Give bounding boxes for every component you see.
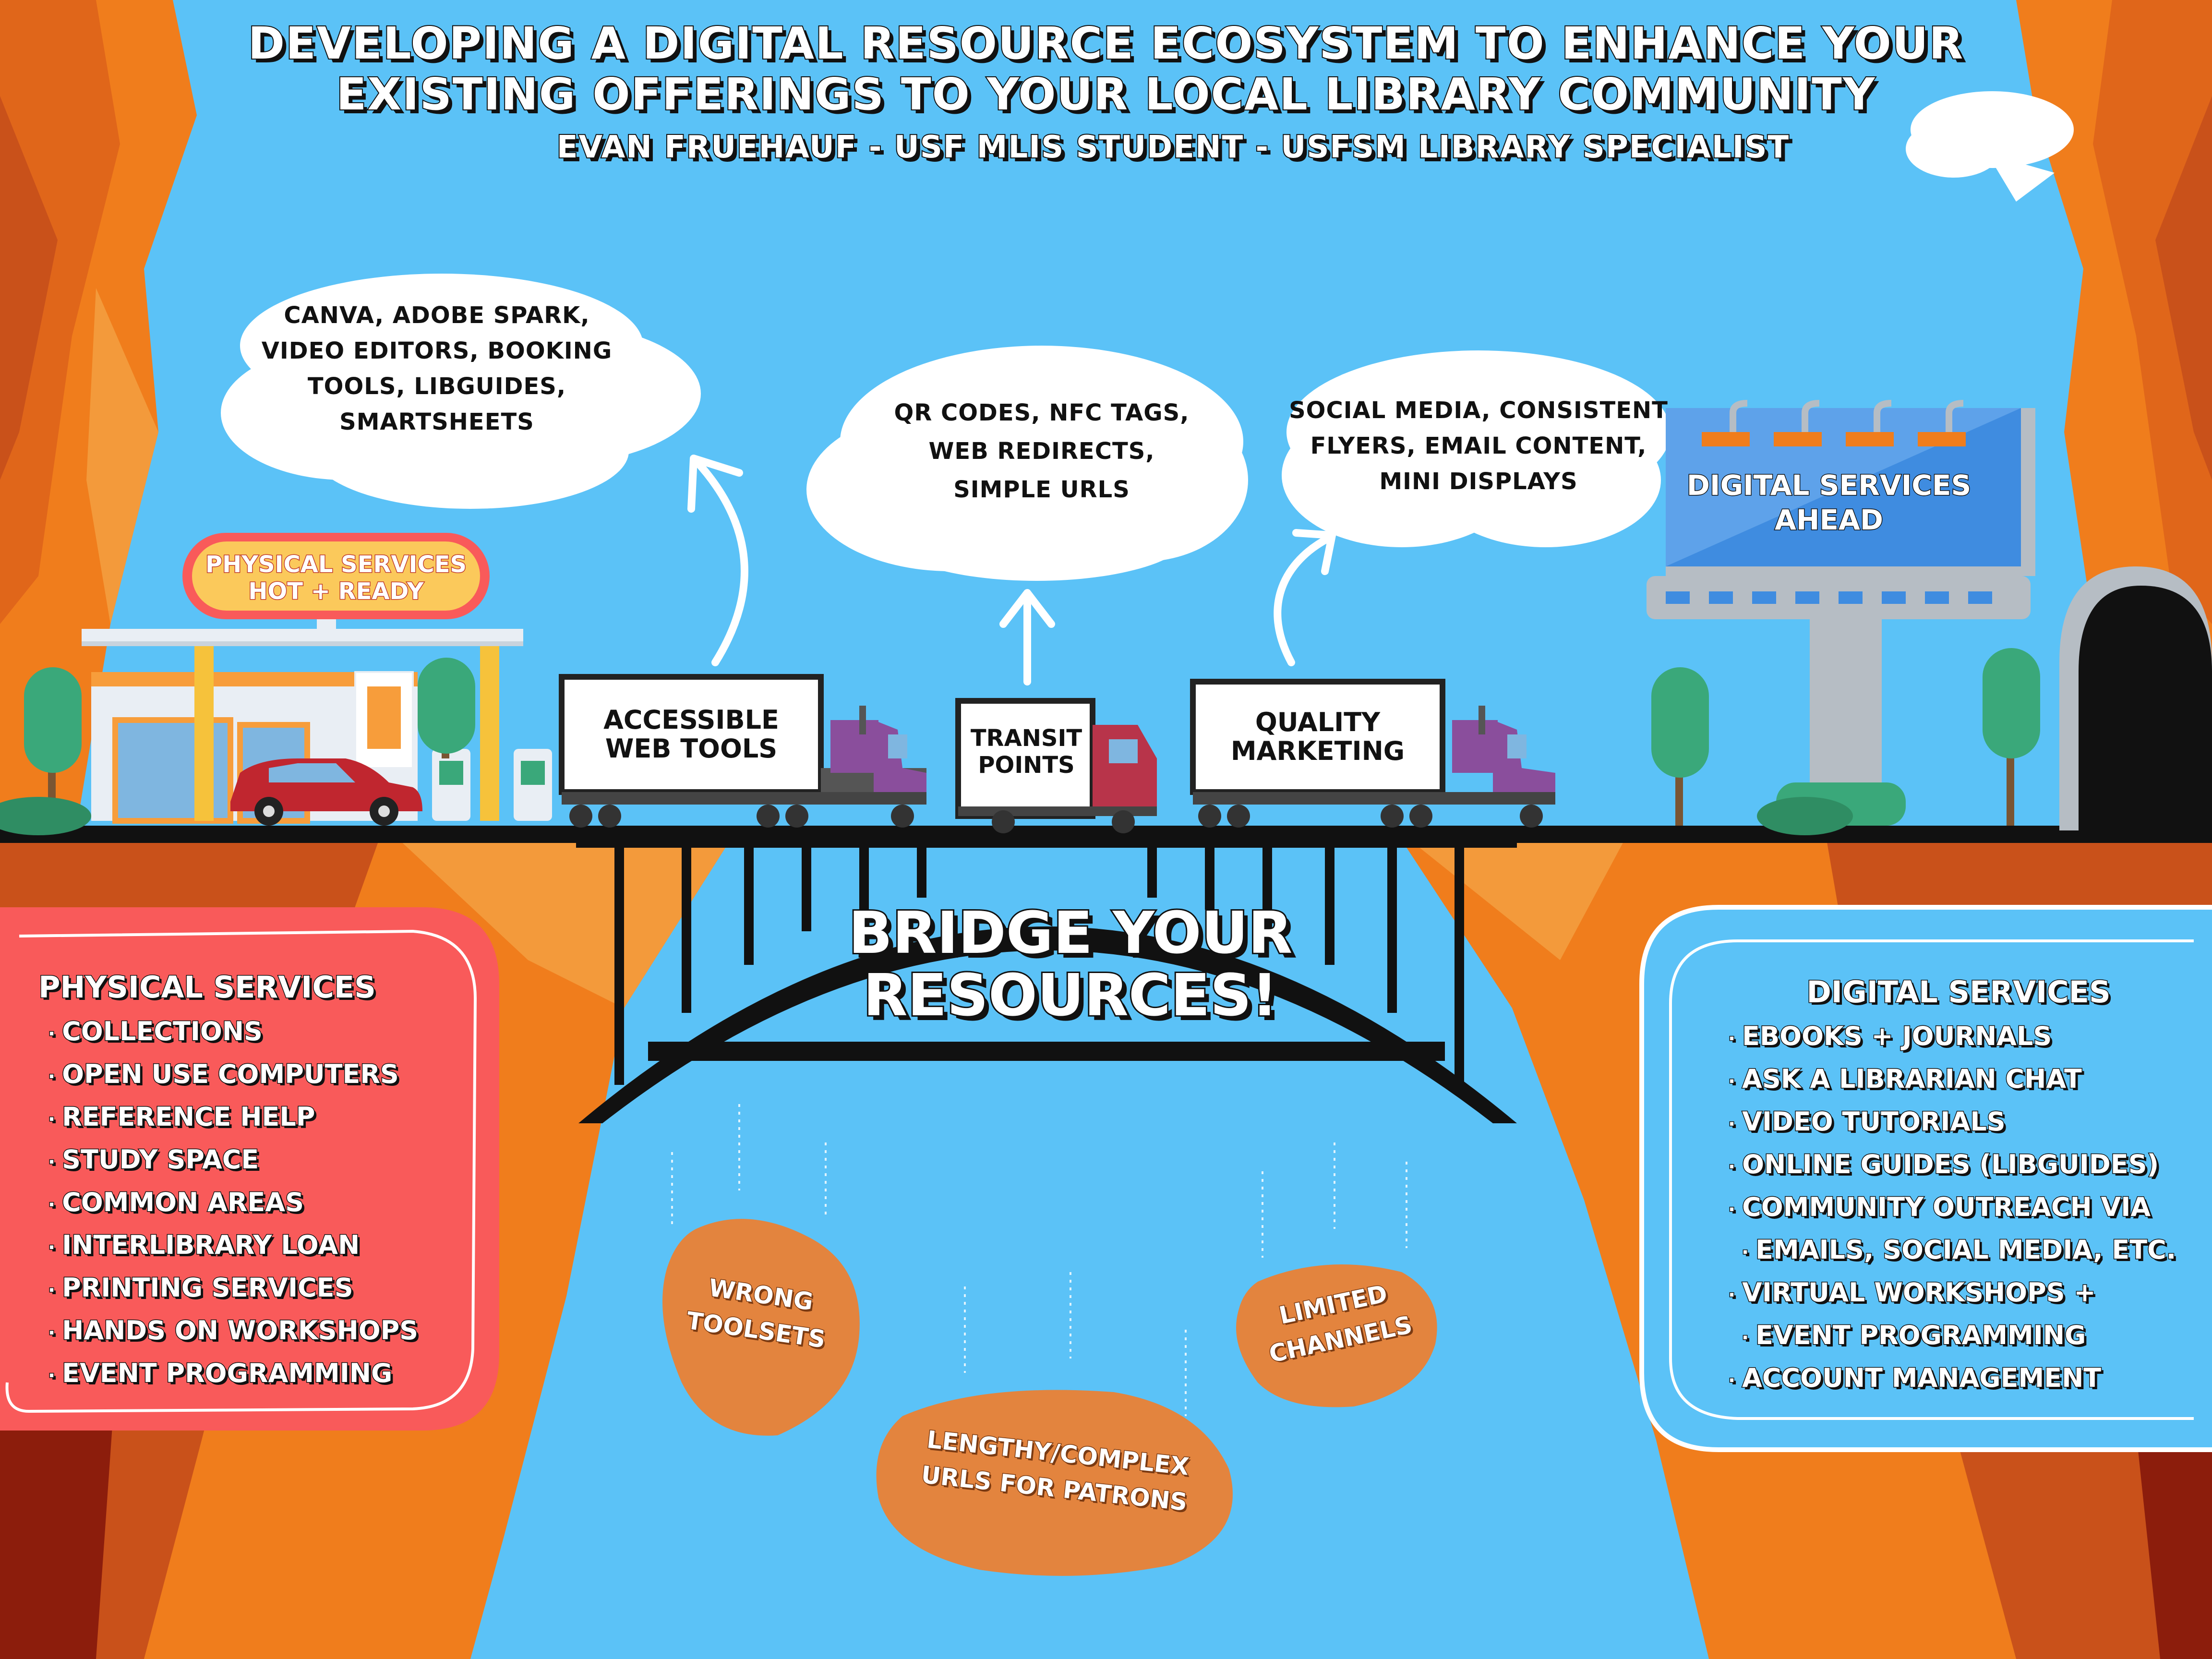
- list-item: Ebooks + Journals: [1728, 1016, 2189, 1059]
- list-item: Online Guides (LibGuides): [1728, 1144, 2189, 1187]
- list-item: Reference Help: [48, 1097, 480, 1140]
- list-item: Community Outreach via: [1728, 1187, 2189, 1230]
- cloud-transit-text: QR Codes, NFC Tags, Web Redirects, Simpl…: [854, 394, 1229, 509]
- list-item: Virtual Workshops +: [1728, 1273, 2189, 1315]
- gas-station-sign: Physical Services Hot + Ready: [182, 551, 490, 606]
- truck-1-label: Accessible Web Tools: [566, 706, 816, 763]
- list-item: Open Use Computers: [48, 1054, 480, 1097]
- cloud-transit-line: Simple URLs: [953, 476, 1130, 503]
- billboard-line: Digital Services: [1686, 469, 1972, 503]
- cloud-tools-line: video editors, booking: [261, 337, 613, 364]
- left-upper-cliff: [0, 0, 197, 835]
- gas-sign-line: Hot + Ready: [248, 577, 424, 606]
- title-line-1: Developing a Digital Resource Ecosystem …: [247, 18, 1964, 69]
- cloud-small: [1906, 91, 2074, 178]
- list-item: Video Tutorials: [1728, 1102, 2189, 1144]
- rock-1: [662, 1219, 860, 1436]
- falling-dots: [671, 1104, 1407, 1416]
- cloud-tools-line: Smartsheets: [339, 409, 534, 435]
- cloud-marketing-line: Social Media, Consistent: [1289, 397, 1668, 424]
- cloud-transit-line: Web Redirects,: [928, 438, 1155, 465]
- digital-services-list: Ebooks + Journals Ask a Librarian Chat V…: [1728, 1016, 2189, 1401]
- tunnel: [2059, 566, 2212, 830]
- cloud-tools: [221, 274, 701, 509]
- cloud-marketing: [1282, 350, 1671, 547]
- truck-3: [1190, 679, 1555, 828]
- list-item: Study Space: [48, 1140, 480, 1182]
- truck-3-line: Quality: [1255, 707, 1381, 737]
- list-item: Interlibrary Loan: [48, 1225, 480, 1268]
- list-item: Account Management: [1728, 1358, 2189, 1401]
- truck-2-label: Transit Points: [960, 725, 1093, 779]
- digital-services-heading: Digital Services: [1806, 974, 2111, 1010]
- cloud-tools-line: Canva, Adobe Spark,: [284, 302, 590, 329]
- list-item: Ask a Librarian Chat: [1728, 1059, 2189, 1102]
- arrow-up-tools: [687, 455, 748, 666]
- arrow-up-transit: [999, 589, 1055, 685]
- list-item-continued: Event Programming: [1728, 1315, 2189, 1358]
- truck-2-line: Transit: [970, 725, 1082, 752]
- cloud-transit: [806, 346, 1248, 581]
- physical-services-heading: Physical Services: [38, 969, 377, 1006]
- list-item: Event Programming: [48, 1353, 480, 1396]
- physical-services-list: Collections Open Use Computers Reference…: [48, 1011, 480, 1396]
- list-item: Common Areas: [48, 1182, 480, 1225]
- truck-1: [559, 674, 926, 828]
- bridge-label-line: Bridge Your: [847, 900, 1294, 967]
- arrow-up-marketing: [1274, 529, 1336, 666]
- digital-services-panel: Digital Services Ebooks + Journals Ask a…: [1728, 974, 2189, 1401]
- bridge-label-line: Resources!: [862, 962, 1279, 1029]
- billboard-text: Digital Services Ahead: [1647, 468, 2011, 537]
- cloud-tools-line: tools, LibGuides,: [307, 373, 566, 400]
- cloud-marketing-line: Flyers, Email Content,: [1310, 433, 1647, 459]
- author-line: Evan Fruehauf - USF MLIS Student - USFSM…: [556, 129, 1790, 166]
- truck-2: [955, 698, 1157, 833]
- bridge: [576, 835, 1517, 1123]
- gas-sign-line: Physical Services: [204, 551, 467, 579]
- billboard: [1647, 400, 2040, 835]
- rock-3: [1236, 1264, 1437, 1407]
- list-item: Printing Services: [48, 1268, 480, 1310]
- truck-3-line: Marketing: [1230, 736, 1405, 766]
- list-item: Hands on Workshops: [48, 1310, 480, 1353]
- truck-3-label: Quality Marketing: [1198, 708, 1438, 766]
- bridge-label: Bridge Your Resources!: [758, 900, 1382, 1029]
- cloud-marketing-line: Mini Displays: [1379, 468, 1578, 495]
- billboard-line: Ahead: [1774, 503, 1884, 537]
- cloud-marketing-text: Social Media, Consistent Flyers, Email C…: [1286, 393, 1671, 499]
- truck-1-line: Accessible: [603, 705, 779, 735]
- truck-2-line: Points: [978, 752, 1075, 779]
- cloud-transit-line: QR Codes, NFC Tags,: [894, 399, 1190, 426]
- title-line-2: Existing Offerings to Your Local Library…: [335, 69, 1876, 120]
- list-item-continued: Emails, Social Media, etc.: [1728, 1230, 2189, 1273]
- physical-services-panel: Physical Services Collections Open Use C…: [38, 969, 480, 1396]
- rock-2: [876, 1390, 1233, 1576]
- truck-1-line: Web Tools: [605, 733, 778, 764]
- cloud-tools-text: Canva, Adobe Spark, video editors, booki…: [250, 298, 624, 440]
- list-item: Collections: [48, 1011, 480, 1054]
- gas-station: [0, 533, 552, 835]
